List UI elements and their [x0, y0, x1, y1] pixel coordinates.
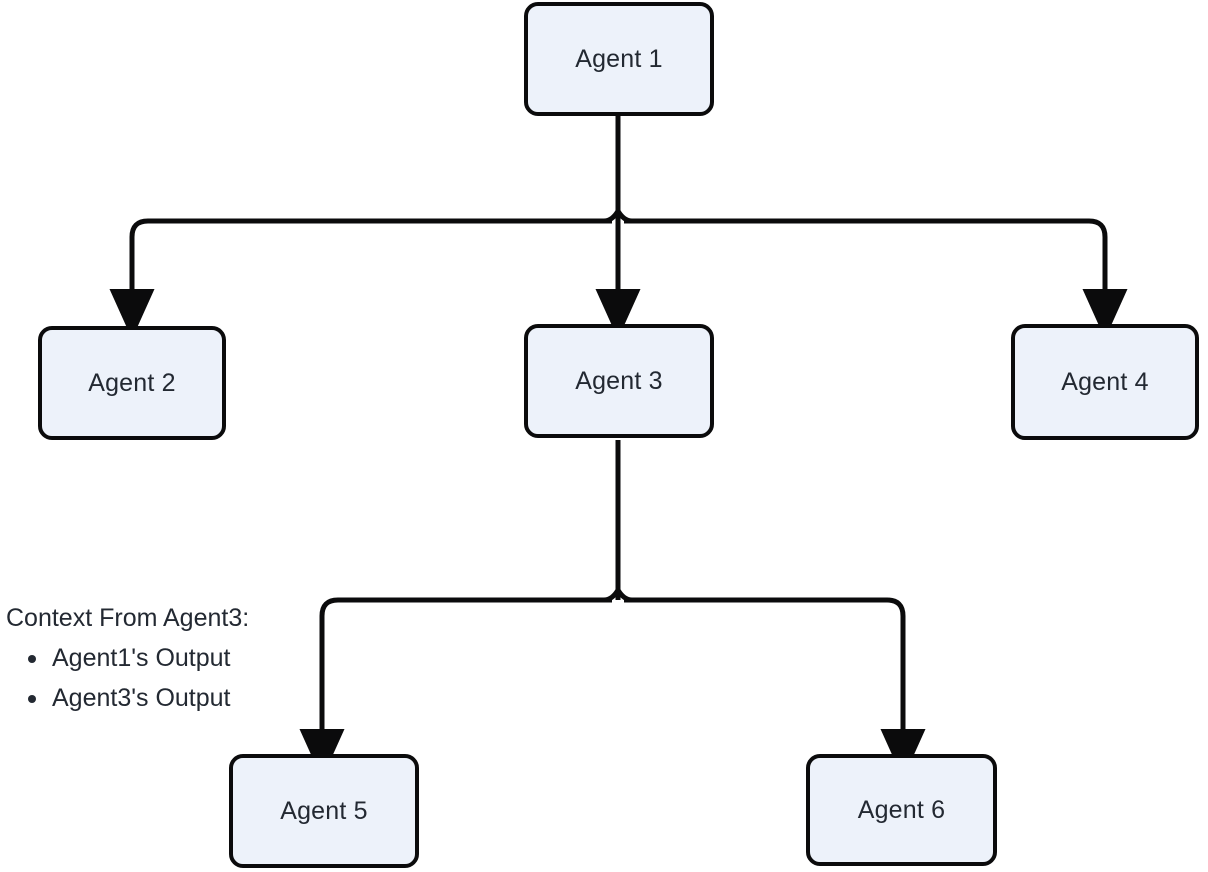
node-agent3[interactable]: Agent 3: [524, 324, 714, 438]
node-agent4-label: Agent 4: [1061, 367, 1149, 396]
node-agent5[interactable]: Agent 5: [229, 754, 419, 868]
node-agent4[interactable]: Agent 4: [1011, 324, 1199, 440]
edge-agent1-to-agent4: [615, 209, 1128, 339]
node-agent1[interactable]: Agent 1: [524, 2, 714, 116]
edge-agent3-to-agent6: [615, 588, 926, 779]
node-agent2[interactable]: Agent 2: [38, 326, 226, 440]
context-annotation: Context From Agent3: Agent1's Output Age…: [6, 598, 249, 718]
context-annotation-title: Context From Agent3:: [6, 604, 250, 632]
edge-agent3-to-agent5: [299, 588, 621, 779]
context-annotation-list: Agent1's Output Agent3's Output: [6, 638, 249, 718]
edge-agent1-to-agent2: [109, 209, 621, 339]
list-item: Agent3's Output: [6, 678, 249, 718]
node-agent5-label: Agent 5: [280, 796, 368, 825]
node-agent6-label: Agent 6: [857, 795, 946, 824]
list-item: Agent1's Output: [6, 638, 249, 678]
node-agent6[interactable]: Agent 6: [806, 754, 997, 866]
node-agent1-label: Agent 1: [575, 44, 663, 73]
node-agent2-label: Agent 2: [88, 368, 176, 397]
node-agent3-label: Agent 3: [575, 366, 663, 395]
